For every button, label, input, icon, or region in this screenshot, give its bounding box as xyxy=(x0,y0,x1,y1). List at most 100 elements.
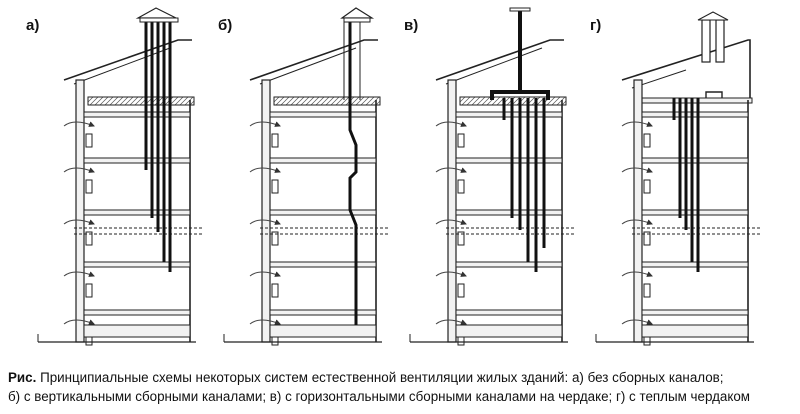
basement-slab xyxy=(83,324,191,338)
collector-duct xyxy=(348,22,358,325)
attic-tray xyxy=(705,91,723,98)
floor-slab xyxy=(83,111,191,118)
air-inflow-arrow xyxy=(249,121,281,127)
building-section-v: в) xyxy=(404,17,576,346)
air-inflow-arrow xyxy=(63,219,95,225)
building-section-g: г) xyxy=(590,17,762,346)
floor-slab xyxy=(455,209,563,216)
caption-line-2: б) с вертикальными сборными каналами; в)… xyxy=(8,389,751,404)
ventilation-channels-a xyxy=(135,7,179,272)
floor-slab xyxy=(269,209,377,216)
attic-insulation xyxy=(273,96,381,106)
roof-inner-line xyxy=(73,47,171,85)
radiator-mark xyxy=(457,231,465,246)
roof-outline xyxy=(621,39,751,100)
figure-caption: Рис. Принципиальные схемы некоторых сист… xyxy=(8,368,798,406)
air-inflow-arrow xyxy=(435,121,467,127)
radiator-mark xyxy=(85,231,93,246)
panel-label-b: б) xyxy=(218,17,232,34)
attic-insulation xyxy=(87,96,195,106)
floor-slab xyxy=(455,157,563,164)
air-inflow-arrow xyxy=(249,219,281,225)
radiator-mark xyxy=(85,133,93,148)
air-inflow-arrow xyxy=(249,271,281,277)
caption-line-1: Рис. Принципиальные схемы некоторых сист… xyxy=(8,368,798,387)
air-inflow-arrow xyxy=(435,319,467,325)
left-wall xyxy=(261,79,271,343)
air-inflow-arrow xyxy=(435,167,467,173)
floor-slab xyxy=(455,309,563,316)
left-wall xyxy=(75,79,85,343)
radiator-mark xyxy=(271,231,279,246)
radiator-mark xyxy=(643,231,651,246)
floor-slab xyxy=(269,111,377,118)
floor-slab xyxy=(641,111,749,118)
air-inflow-arrow xyxy=(621,271,653,277)
air-inflow-arrow xyxy=(63,319,95,325)
caption-prefix: Рис. xyxy=(8,370,37,385)
radiator-mark xyxy=(85,179,93,194)
chimney-cap xyxy=(135,7,177,19)
caption-text-1: Принципиальные схемы некоторых систем ес… xyxy=(36,370,724,385)
floor-slab xyxy=(83,261,191,268)
building-section-a: а) xyxy=(26,17,204,346)
radiator-mark xyxy=(271,283,279,298)
roof-outline xyxy=(435,39,564,81)
floor-slab xyxy=(641,157,749,164)
air-inflow-arrow xyxy=(63,271,95,277)
air-inflow-arrow xyxy=(621,121,653,127)
roof-outline xyxy=(63,39,192,81)
ventilation-schemes-figure: а) б) в) г) xyxy=(26,7,762,346)
radiator-mark xyxy=(85,283,93,298)
floor-slab xyxy=(641,309,749,316)
radiator-mark xyxy=(643,283,651,298)
air-inflow-arrow xyxy=(435,219,467,225)
floor-slab xyxy=(641,261,749,268)
floor-slab xyxy=(269,261,377,268)
roof-outline xyxy=(249,39,378,81)
left-wall xyxy=(633,79,643,343)
floor-slab xyxy=(641,209,749,216)
chimney-cap xyxy=(697,11,729,21)
radiator-mark xyxy=(457,179,465,194)
chimney-cap xyxy=(509,7,531,12)
radiator-mark xyxy=(271,179,279,194)
panel-label-a: а) xyxy=(26,17,39,34)
ventilation-channels-g xyxy=(672,11,729,272)
attic-exhaust-shaft xyxy=(701,19,711,63)
basement-slab xyxy=(455,324,563,338)
air-inflow-arrow xyxy=(621,319,653,325)
floor-slab xyxy=(455,261,563,268)
panel-label-g: г) xyxy=(590,17,601,34)
left-wall xyxy=(447,79,457,343)
air-inflow-arrow xyxy=(621,167,653,173)
air-inflow-arrow xyxy=(621,219,653,225)
ventilation-channels-b xyxy=(340,7,375,325)
roof-inner-line xyxy=(445,47,543,85)
building-section-b: б) xyxy=(218,17,390,346)
radiator-mark xyxy=(457,283,465,298)
radiator-mark xyxy=(643,133,651,148)
basement-slab xyxy=(269,324,377,338)
air-inflow-arrow xyxy=(63,167,95,173)
radiator-mark xyxy=(643,179,651,194)
air-inflow-arrow xyxy=(435,271,467,277)
air-inflow-arrow xyxy=(249,319,281,325)
ventilation-channels-v xyxy=(490,7,550,272)
radiator-mark xyxy=(271,133,279,148)
radiator-mark xyxy=(457,133,465,148)
attic-exhaust-shaft xyxy=(715,19,725,63)
floor-slab xyxy=(83,157,191,164)
air-inflow-arrow xyxy=(63,121,95,127)
floor-slab xyxy=(269,309,377,316)
basement-slab xyxy=(641,324,749,338)
floor-slab xyxy=(269,157,377,164)
floor-slab xyxy=(455,111,563,118)
roof-inner-line xyxy=(259,47,357,85)
chimney-cap xyxy=(340,7,375,19)
chimney-cap-base xyxy=(343,17,371,23)
chimney-cap-base xyxy=(139,17,179,23)
air-inflow-arrow xyxy=(249,167,281,173)
panel-label-v: в) xyxy=(404,17,418,34)
floor-slab xyxy=(83,309,191,316)
